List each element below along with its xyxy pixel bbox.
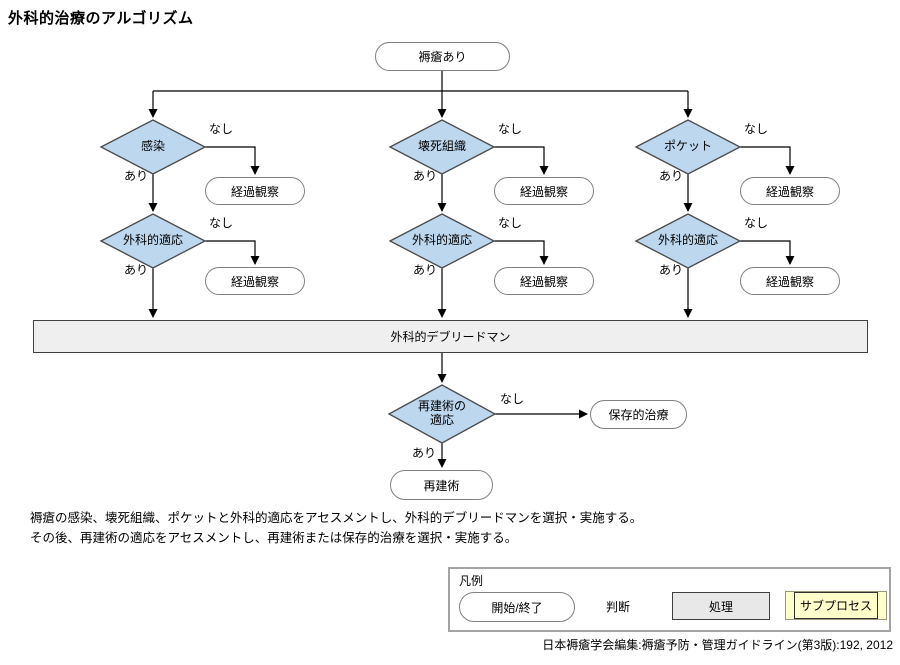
decision-diamond-infection [99, 119, 207, 175]
debridement-process-node: 外科的デブリードマン [33, 320, 868, 353]
legend-start-end-node: 開始/終了 [459, 592, 575, 622]
description-line-2: その後、再建術の適応をアセスメントし、再建術または保存的治療を選択・実施する。 [30, 531, 518, 545]
observation-node: 経過観察 [494, 267, 594, 295]
branch-label-no: なし [744, 122, 769, 136]
decision-label-line2: 適応 [429, 413, 454, 427]
branch-label-yes: あり [658, 263, 683, 277]
branch-label-no: なし [209, 216, 234, 230]
decision-diamond-surgical2 [388, 213, 496, 269]
start-node: 褥瘡あり [375, 42, 510, 71]
conservative-treatment-node: 保存的治療 [590, 400, 687, 429]
arrow-elbow [494, 146, 549, 175]
decision-label: 壊死組織 [417, 139, 466, 153]
description-text: 褥瘡の感染、壊死組織、ポケットと外科的適応をアセスメントし、外科的デブリードマン… [30, 508, 642, 548]
decision-label: 外科的適応 [122, 233, 183, 247]
decision-label-reconstruction: 再建術の 適応 [390, 399, 494, 427]
arrow-elbow [740, 240, 795, 265]
legend-decision-label: 判断 [605, 600, 630, 614]
decision-label: 外科的適応 [657, 233, 718, 247]
branch-label-yes: あり [411, 446, 436, 460]
branch-label-yes: あり [412, 263, 437, 277]
legend-subprocess-node: サブプロセス [785, 591, 887, 620]
page-title: 外科的治療のアルゴリズム [8, 10, 194, 27]
branch-label-no: なし [209, 122, 234, 136]
branch-label-yes: あり [658, 169, 683, 183]
decision-diamond-pocket [634, 119, 742, 175]
decision-diamond-surgical3 [634, 213, 742, 269]
description-line-1: 褥瘡の感染、壊死組織、ポケットと外科的適応をアセスメントし、外科的デブリードマン… [30, 511, 643, 525]
branch-label-no: なし [744, 216, 769, 230]
observation-node: 経過観察 [205, 267, 305, 295]
decision-label-line1: 再建術の [417, 399, 466, 413]
branch-label-yes: あり [123, 263, 148, 277]
arrow-elbow [205, 240, 260, 265]
branch-label-no: なし [498, 216, 523, 230]
branch-label-no: なし [500, 392, 525, 406]
decision-diamond-reconstruction [387, 384, 497, 444]
arrow-elbow [740, 146, 795, 175]
citation-text: 日本褥瘡学会編集:褥瘡予防・管理ガイドライン(第3版):192, 2012 [542, 638, 893, 652]
decision-diamond-surgical1 [99, 213, 207, 269]
decision-label: ポケット [663, 139, 712, 153]
observation-node: 経過観察 [494, 177, 594, 205]
branch-label-yes: あり [412, 169, 437, 183]
decision-label: 感染 [140, 139, 165, 153]
decision-diamond-necrotic [388, 119, 496, 175]
legend-subprocess-label: サブプロセス [794, 592, 878, 619]
reconstruction-node: 再建術 [390, 470, 493, 500]
observation-node: 経過観察 [740, 267, 840, 295]
legend-process-node: 処理 [672, 592, 770, 620]
observation-node: 経過観察 [205, 177, 305, 205]
decision-label: 外科的適応 [411, 233, 472, 247]
legend-title: 凡例 [459, 574, 484, 588]
observation-node: 経過観察 [740, 177, 840, 205]
arrow-elbow [494, 240, 549, 265]
branch-label-no: なし [498, 122, 523, 136]
arrow-elbow [205, 146, 260, 175]
branch-label-yes: あり [123, 169, 148, 183]
